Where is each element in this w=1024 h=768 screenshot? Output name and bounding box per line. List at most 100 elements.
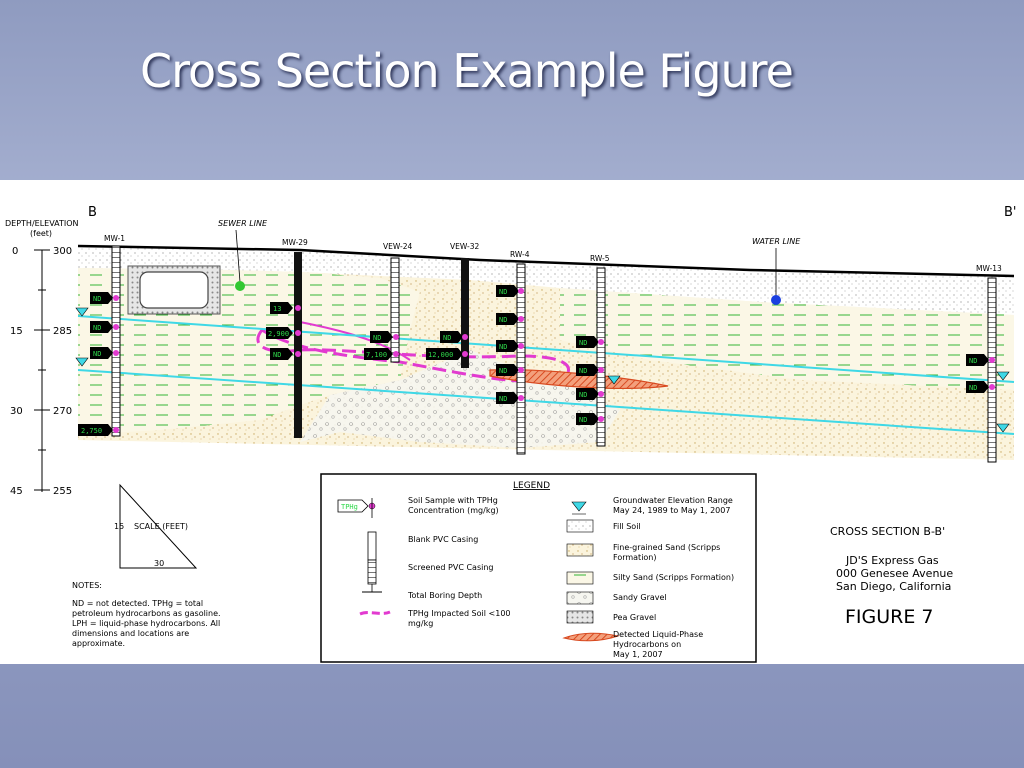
sample-tag: 13	[270, 302, 301, 314]
svg-text:ND: ND	[499, 316, 507, 324]
title-block: CROSS SECTION B-B' JD'S Express Gas 000 …	[830, 525, 953, 628]
legend-pea-gravel-icon	[566, 610, 594, 624]
sample-tag: ND	[90, 292, 119, 304]
svg-text:Fill Soil: Fill Soil	[613, 522, 641, 531]
title-block-line: JD'S Express Gas	[845, 554, 939, 567]
svg-text:Hydrocarbons on: Hydrocarbons on	[613, 640, 681, 649]
depth-tick: 45	[10, 486, 23, 497]
notes-line: dimensions and locations are	[72, 629, 189, 638]
notes-line: approximate.	[72, 639, 125, 648]
svg-text:ND: ND	[273, 351, 281, 359]
well-mw-13: MW-13	[976, 264, 1002, 463]
sample-tag: 2,900	[266, 327, 301, 339]
scale-bar: 15 SCALE (FEET) 30	[114, 483, 198, 569]
well-label: MW-13	[976, 264, 1002, 273]
notes-line: ND = not detected. TPHg = total	[72, 599, 203, 608]
sample-tag: ND	[496, 313, 524, 325]
sample-tag: 7,100	[364, 348, 399, 360]
svg-text:TPHg Impacted Soil <100: TPHg Impacted Soil <100	[407, 609, 511, 618]
well-label: MW-29	[282, 238, 308, 247]
sample-tag: ND	[496, 392, 524, 404]
cross-section-svg: B B' DEPTH/ELEVATION (feet) 0 15 30 45 3…	[5, 205, 1017, 663]
groundwater-low-line	[77, 369, 1015, 435]
notes-line: LPH = liquid-phase hydrocarbons. All	[72, 619, 220, 628]
svg-text:May 24, 1989 to May 1, 2007: May 24, 1989 to May 1, 2007	[613, 506, 730, 515]
svg-text:ND: ND	[93, 295, 101, 303]
svg-text:ND: ND	[969, 384, 977, 392]
sample-tags: ND ND ND 2,750 13 2,900 ND ND 7,100 ND 1…	[78, 285, 995, 436]
well-vew-32: VEW-32	[450, 242, 479, 368]
well-mw-29: MW-29	[282, 238, 308, 438]
svg-text:ND: ND	[499, 395, 507, 403]
groundwater-marker-icon	[996, 423, 1010, 433]
notes-line: petroleum hydrocarbons as gasoline.	[72, 609, 221, 618]
svg-text:Fine-grained Sand (Scripps: Fine-grained Sand (Scripps	[613, 543, 720, 552]
well-rw-4: RW-4	[510, 250, 530, 455]
legend-sandy-gravel-icon	[566, 591, 594, 605]
groundwater-marker-icon	[996, 371, 1010, 381]
water-pipe-icon	[771, 295, 781, 305]
svg-text:Blank PVC Casing: Blank PVC Casing	[408, 535, 478, 544]
sample-tag: ND	[440, 331, 468, 343]
axis-title-line2: (feet)	[30, 229, 52, 238]
sample-tag: ND	[370, 331, 399, 343]
groundwater-marker-icon	[75, 357, 89, 367]
svg-text:ND: ND	[443, 334, 451, 342]
depth-tick: 15	[10, 326, 23, 337]
sample-tag: 12,000	[426, 348, 468, 360]
sewer-leader	[235, 229, 241, 283]
sample-tag: ND	[90, 321, 119, 333]
sewer-pipe-icon	[235, 281, 245, 291]
svg-text:Concentration (mg/kg): Concentration (mg/kg)	[408, 506, 499, 515]
svg-text:ND: ND	[93, 324, 101, 332]
sample-tag: ND	[576, 336, 604, 348]
legend-title: LEGEND	[513, 481, 550, 491]
svg-text:Detected Liquid-Phase: Detected Liquid-Phase	[613, 630, 703, 639]
legend-impacted-soil-icon	[359, 610, 391, 616]
groundwater-marker-icon	[607, 375, 621, 385]
legend-fill-soil-icon	[566, 519, 594, 533]
legend-sample-tag-icon	[337, 499, 369, 513]
svg-text:Groundwater Elevation Range: Groundwater Elevation Range	[613, 496, 733, 505]
elevation-tick: 270	[53, 406, 72, 417]
sample-tag: ND	[576, 364, 604, 376]
slide-title: Cross Section Example Figure	[140, 44, 794, 98]
notes-block: NOTES: ND = not detected. TPHg = total p…	[72, 581, 221, 648]
section-start-label: B	[88, 205, 97, 220]
legend-sample-tag-text: TPHg	[341, 503, 358, 511]
notes-heading: NOTES:	[72, 581, 102, 590]
svg-text:ND: ND	[499, 288, 507, 296]
well-label: RW-4	[510, 250, 530, 259]
axis-title-line1: DEPTH/ELEVATION	[5, 219, 79, 228]
elevation-tick: 300	[53, 246, 72, 257]
svg-text:ND: ND	[579, 367, 587, 375]
elevation-tick: 255	[53, 486, 72, 497]
legend-fine-sand-icon	[566, 543, 594, 557]
well-label: VEW-24	[383, 242, 412, 251]
sample-tag: ND	[966, 381, 995, 393]
svg-text:ND: ND	[579, 416, 587, 424]
title-block-line: CROSS SECTION B-B'	[830, 525, 945, 538]
svg-text:Pea Gravel: Pea Gravel	[613, 613, 656, 622]
silty-sand-layer-right	[560, 288, 1014, 390]
sewer-line-label: SEWER LINE	[218, 219, 268, 228]
svg-text:mg/kg: mg/kg	[408, 619, 433, 628]
elevation-tick: 285	[53, 326, 72, 337]
water-line-label: WATER LINE	[752, 237, 801, 246]
svg-text:12,000: 12,000	[428, 351, 453, 359]
legend-blank-casing-icon	[367, 531, 377, 561]
legend-silty-sand-icon	[566, 571, 594, 585]
sample-tag: ND	[496, 364, 524, 376]
lph-lens	[489, 369, 669, 389]
title-block-line: 000 Genesee Avenue	[836, 567, 953, 580]
svg-text:ND: ND	[373, 334, 381, 342]
well-vew-24: VEW-24	[383, 242, 412, 363]
svg-text:ND: ND	[93, 350, 101, 358]
svg-text:Total Boring Depth: Total Boring Depth	[407, 591, 482, 600]
well-label: MW-1	[104, 234, 125, 243]
sample-tag: ND	[576, 388, 604, 400]
legend-groundwater-icon	[571, 501, 587, 512]
svg-text:2,900: 2,900	[268, 330, 289, 338]
sample-tag: ND	[496, 340, 524, 352]
sample-tag: ND	[576, 413, 604, 425]
